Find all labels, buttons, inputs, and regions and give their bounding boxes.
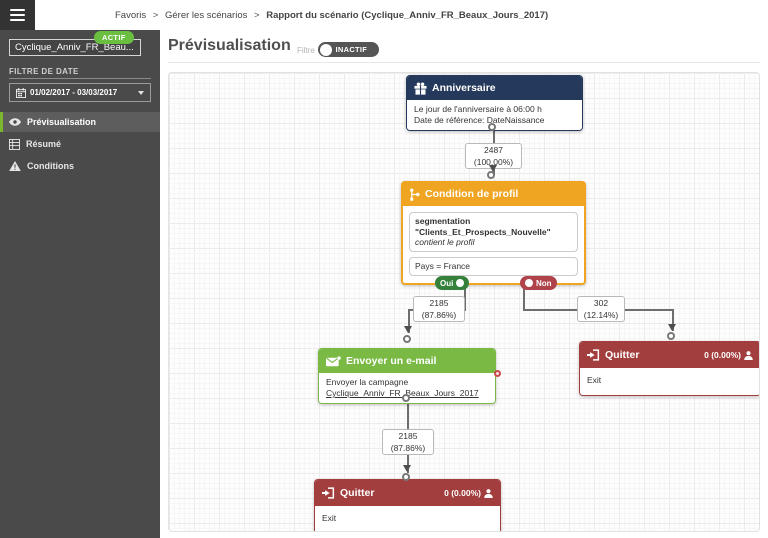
filter-toggle[interactable]: INACTIF <box>318 42 379 57</box>
sidebar-item-conditions[interactable]: Conditions <box>0 156 160 176</box>
quitter-count: 0 (0.00%) <box>444 488 493 498</box>
chevron-down-icon <box>138 90 144 95</box>
menu-button[interactable] <box>0 0 35 30</box>
envelope-icon <box>326 355 341 366</box>
branch-non-pill[interactable]: Non <box>520 276 557 290</box>
breadcrumb-favoris[interactable]: Favoris <box>115 10 147 21</box>
port-condition-in <box>487 171 495 179</box>
sidebar: ACTIF Cyclique_Anniv_FR_Beau... FILTRE D… <box>0 30 160 538</box>
branch-port-icon <box>456 279 465 287</box>
node-quitter-bottom[interactable]: Quitter 0 (0.00%) Exit <box>314 479 501 531</box>
connector-arrow <box>404 326 412 333</box>
connector-arrow <box>403 465 411 472</box>
person-icon <box>484 488 493 498</box>
branch-condition-icon <box>410 188 420 201</box>
count-label-email-out: 2185 (87.86%) <box>382 429 434 455</box>
warning-icon <box>9 161 21 171</box>
node-quitter-right-body: Exit <box>580 368 759 396</box>
breadcrumb-gerer-scenarios[interactable]: Gérer les scénarios <box>165 10 248 21</box>
toggle-state-label: INACTIF <box>335 45 368 54</box>
count-label-root: 2487 (100.00%) <box>465 143 522 169</box>
toggle-knob-icon <box>319 43 332 56</box>
breadcrumb-current-page: Rapport du scénario (Cyclique_Anniv_FR_B… <box>266 10 549 21</box>
node-condition-body: segmentation "Clients_Et_Prospects_Nouve… <box>403 206 584 276</box>
calendar-icon <box>16 87 26 98</box>
top-bar: Favoris > Gérer les scénarios > Rapport … <box>0 0 768 30</box>
sidebar-item-resume[interactable]: Résumé <box>0 134 160 154</box>
divider <box>9 78 151 79</box>
connector-arrow <box>668 324 676 331</box>
connector-line <box>672 309 674 331</box>
breadcrumb: Favoris > Gérer les scénarios > Rapport … <box>115 10 548 21</box>
node-anniversaire[interactable]: Anniversaire Le jour de l'anniversaire à… <box>406 75 583 132</box>
gift-icon <box>414 81 427 95</box>
eye-icon <box>9 118 21 126</box>
node-email-header: Envoyer un e-mail <box>319 349 495 373</box>
port-quitter-bottom-in <box>402 473 410 481</box>
status-badge: ACTIF <box>94 31 134 44</box>
sidebar-nav: Prévisualisation Résumé Conditions <box>0 112 160 178</box>
exit-door-icon <box>322 487 335 499</box>
connector-line <box>523 285 525 311</box>
connector-arrow <box>489 165 497 172</box>
port-email-out <box>402 394 410 402</box>
hamburger-icon <box>10 8 25 12</box>
branch-oui-pill[interactable]: Oui <box>435 276 470 290</box>
filter-label: Filtre <box>297 46 315 55</box>
exit-door-icon <box>587 349 600 361</box>
sidebar-item-label: Résumé <box>26 139 62 149</box>
date-range-value: 01/02/2017 - 03/03/2017 <box>30 88 118 97</box>
breadcrumb-separator: > <box>152 10 159 21</box>
sidebar-item-label: Conditions <box>27 161 74 171</box>
node-quitter-bottom-header: Quitter 0 (0.00%) <box>315 480 500 506</box>
connector-line <box>464 285 466 311</box>
node-quitter-right-header: Quitter 0 (0.00%) <box>580 342 759 368</box>
table-icon <box>9 138 20 150</box>
node-quitter-bottom-body: Exit <box>315 506 500 531</box>
divider <box>168 62 760 63</box>
node-condition-header: Condition de profil <box>402 182 585 206</box>
branch-port-icon <box>525 279 533 287</box>
email-error-port <box>494 370 501 377</box>
connector-line <box>408 309 410 333</box>
quitter-count: 0 (0.00%) <box>704 350 753 360</box>
node-email-body: Envoyer la campagne Cyclique_Anniv_FR_Be… <box>319 373 495 404</box>
count-label-no: 302 (12.14%) <box>577 296 625 322</box>
date-range-select[interactable]: 01/02/2017 - 03/03/2017 <box>9 83 151 102</box>
campaign-link[interactable]: Cyclique_Anniv_FR_Beaux_Jours_2017 <box>326 388 479 399</box>
person-icon <box>744 350 753 360</box>
breadcrumb-separator: > <box>254 10 260 21</box>
node-anniversaire-body: Le jour de l'anniversaire à 06:00 h Date… <box>407 100 582 131</box>
scenario-flow-canvas[interactable]: 2487 (100.00%) 2185 (87.86%) 302 (12.14%… <box>168 72 760 532</box>
port-email-in <box>403 335 411 343</box>
port-quitter-right-in <box>667 332 675 340</box>
scenario-name: Cyclique_Anniv_FR_Beau... <box>15 42 134 53</box>
count-label-yes: 2185 (87.86%) <box>413 296 465 322</box>
node-condition-profil[interactable]: Condition de profil segmentation "Client… <box>401 181 586 290</box>
node-anniversaire-header: Anniversaire <box>407 76 582 100</box>
date-filter-heading: FILTRE DE DATE <box>9 67 79 76</box>
sidebar-item-label: Prévisualisation <box>27 117 97 127</box>
condition-rule-pays[interactable]: Pays = France <box>409 256 578 276</box>
node-quitter-right[interactable]: Quitter 0 (0.00%) Exit <box>579 341 759 397</box>
port-anniversaire-out <box>488 123 496 131</box>
condition-rule-segmentation[interactable]: segmentation "Clients_Et_Prospects_Nouve… <box>409 212 578 252</box>
page-title: Prévisualisation <box>168 37 291 54</box>
sidebar-item-previsualisation[interactable]: Prévisualisation <box>0 112 160 132</box>
